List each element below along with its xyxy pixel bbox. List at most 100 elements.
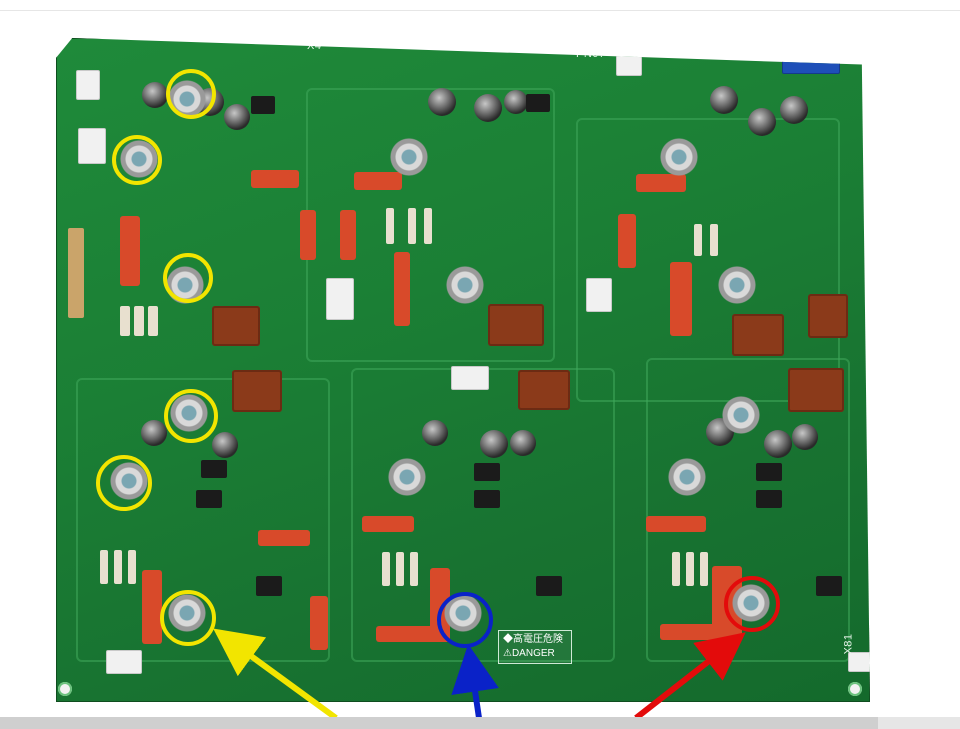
power-resistor — [646, 516, 706, 532]
power-resistor — [394, 252, 410, 326]
electrolytic-capacitor — [428, 88, 456, 116]
mounting-pad — [722, 396, 760, 434]
ic-chip — [536, 576, 562, 596]
film-capacitor — [212, 306, 260, 346]
trace-zone — [646, 358, 850, 662]
power-resistor — [340, 210, 356, 260]
small-resistor — [386, 208, 394, 244]
yellow-ring — [166, 69, 216, 119]
electrolytic-capacitor — [141, 420, 167, 446]
electrolytic-capacitor — [422, 420, 448, 446]
connector — [76, 70, 100, 100]
small-resistor — [382, 552, 390, 586]
small-resistor — [700, 552, 708, 586]
film-capacitor — [518, 370, 570, 410]
small-resistor — [120, 306, 130, 336]
small-resistor — [672, 552, 680, 586]
power-resistor — [142, 570, 162, 644]
power-resistor — [310, 596, 328, 650]
mounting-hole — [848, 682, 862, 696]
trace-zone — [76, 378, 330, 662]
mounting-pad — [660, 138, 698, 176]
connector — [326, 278, 354, 320]
connector — [616, 44, 642, 76]
electrolytic-capacitor — [780, 96, 808, 124]
label-pn07: PN07 — [576, 48, 606, 60]
red-ring — [724, 576, 780, 632]
ic-chip — [474, 490, 500, 508]
electrolytic-capacitor — [504, 90, 528, 114]
electrolytic-capacitor — [224, 104, 250, 130]
power-resistor — [258, 530, 310, 546]
film-capacitor — [488, 304, 544, 346]
small-resistor — [424, 208, 432, 244]
electrolytic-capacitor — [710, 86, 738, 114]
yellow-ring — [96, 455, 152, 511]
ic-chip — [816, 576, 842, 596]
label-x81: X81 — [842, 633, 855, 655]
film-capacitor — [232, 370, 282, 412]
bottom-gray-band — [0, 717, 878, 729]
power-resistor — [670, 262, 692, 336]
yellow-ring — [160, 590, 216, 646]
ic-chip — [756, 463, 782, 481]
power-resistor — [660, 624, 724, 640]
ic-chip — [756, 490, 782, 508]
small-resistor — [396, 552, 404, 586]
yellow-ring — [164, 389, 218, 443]
bottom-gray-band-end — [878, 717, 960, 729]
connector — [78, 128, 106, 164]
ic-chip — [251, 96, 275, 114]
power-resistor — [354, 172, 402, 190]
ic-chip — [474, 463, 500, 481]
danger-warning-label: ◆高電圧危険 ⚠DANGER — [498, 630, 572, 664]
small-resistor — [710, 224, 718, 256]
yellow-ring — [112, 135, 162, 185]
electrolytic-capacitor — [474, 94, 502, 122]
small-resistor — [114, 550, 122, 584]
electrolytic-capacitor — [142, 82, 168, 108]
mounting-pad — [446, 266, 484, 304]
mounting-pad — [390, 138, 428, 176]
power-resistor — [251, 170, 299, 188]
connector — [451, 366, 489, 390]
ic-chip — [201, 460, 227, 478]
small-resistor — [410, 552, 418, 586]
electrolytic-capacitor — [480, 430, 508, 458]
mounting-hole — [58, 682, 72, 696]
power-resistor — [636, 174, 686, 192]
connector — [106, 650, 142, 674]
small-resistor — [128, 550, 136, 584]
film-capacitor — [732, 314, 784, 356]
warning-japanese-text: ◆高電圧危険 — [503, 634, 563, 645]
ic-chip — [256, 576, 282, 596]
small-resistor — [686, 552, 694, 586]
yellow-ring — [163, 253, 213, 303]
electrolytic-capacitor — [510, 430, 536, 456]
power-resistor — [300, 210, 316, 260]
small-resistor — [100, 550, 108, 584]
connector — [586, 278, 612, 312]
connector-blue — [782, 46, 840, 74]
mounting-pad — [718, 266, 756, 304]
header-pins — [68, 228, 84, 318]
film-capacitor — [788, 368, 844, 412]
small-resistor — [408, 208, 416, 244]
connector — [848, 652, 870, 672]
electrolytic-capacitor — [212, 432, 238, 458]
power-resistor — [618, 214, 636, 268]
mounting-pad — [668, 458, 706, 496]
film-capacitor — [808, 294, 848, 338]
blue-ring — [437, 592, 493, 648]
label-x4: X4 — [307, 40, 322, 52]
warning-danger-text: ⚠DANGER — [503, 648, 555, 659]
trace-zone — [576, 118, 840, 402]
top-border — [0, 0, 960, 11]
power-resistor — [120, 216, 140, 286]
small-resistor — [134, 306, 144, 336]
small-resistor — [694, 224, 702, 256]
electrolytic-capacitor — [748, 108, 776, 136]
ic-chip — [196, 490, 222, 508]
electrolytic-capacitor — [764, 430, 792, 458]
mounting-pad — [388, 458, 426, 496]
